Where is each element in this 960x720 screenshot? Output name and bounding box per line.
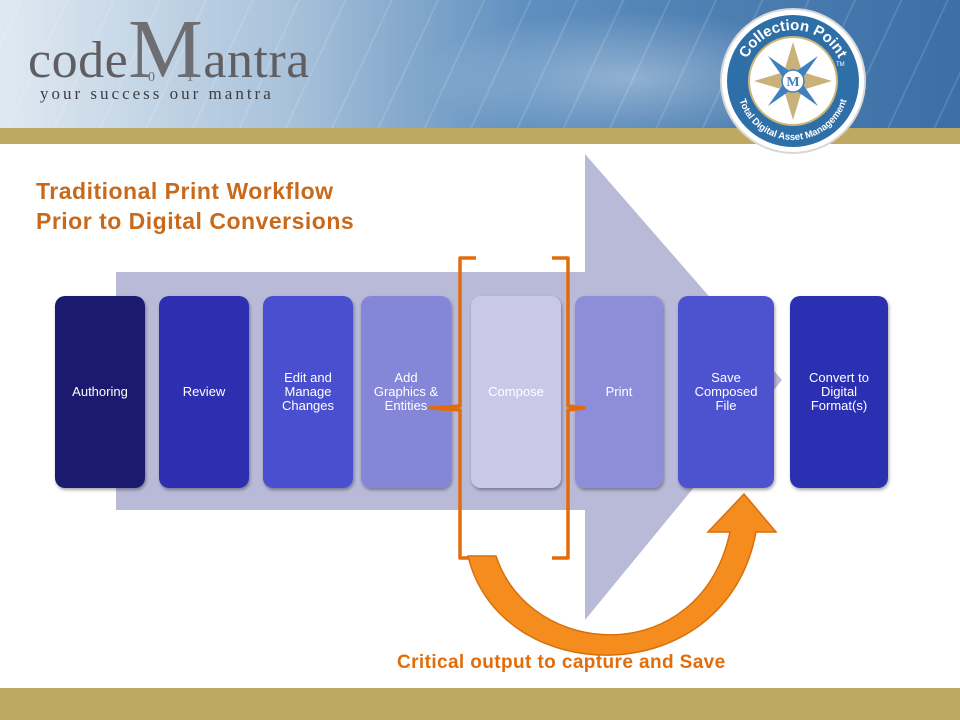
workflow-step-8: Convert to Digital Format(s) <box>790 296 888 488</box>
codemantra-logo: codeMantra 0 1 your success our mantra <box>28 6 358 106</box>
workflow-step-1: Authoring <box>55 296 145 488</box>
workflow-step-label: Print <box>605 384 633 399</box>
collection-point-seal: Collection Point TM Total Digital Asset … <box>720 8 866 154</box>
workflow-step-label: Compose <box>488 384 544 399</box>
workflow-step-2: Review <box>159 296 249 488</box>
logo-wordmark: codeMantra <box>28 8 310 92</box>
workflow-step-label: Convert to Digital Format(s) <box>809 370 869 413</box>
workflow-step-label: Save Composed File <box>694 370 758 413</box>
gold-band-bottom <box>0 688 960 720</box>
workflow-step-label: Authoring <box>72 384 128 399</box>
workflow-step-4: Add Graphics & Entities <box>361 296 451 488</box>
logo-word-code: code <box>28 32 129 89</box>
workflow-step-6: Print <box>575 296 663 488</box>
workflow-step-label: Edit and Manage Changes <box>281 370 335 413</box>
logo-word-antra: antra <box>203 32 310 89</box>
workflow-step-5: Compose <box>471 296 561 488</box>
logo-tagline: your success our mantra <box>40 84 274 103</box>
seal-trademark: TM <box>836 62 845 68</box>
logo-big-m: M <box>128 3 204 96</box>
workflow-step-7: Save Composed File <box>678 296 774 488</box>
seal-center-letter: M <box>786 75 799 90</box>
title-line-2: Prior to Digital Conversions <box>36 208 355 234</box>
workflow-step-label: Review <box>182 384 226 399</box>
workflow-step-label: Add Graphics & Entities <box>373 370 439 413</box>
slide-title: Traditional Print Workflow Prior to Digi… <box>36 176 354 236</box>
workflow-step-3: Edit and Manage Changes <box>263 296 353 488</box>
title-line-1: Traditional Print Workflow <box>36 178 334 204</box>
critical-output-caption: Critical output to capture and Save <box>397 652 726 673</box>
logo-digits: 0 1 <box>148 70 208 85</box>
gold-band-top <box>0 128 960 144</box>
compass-icon <box>754 42 832 120</box>
